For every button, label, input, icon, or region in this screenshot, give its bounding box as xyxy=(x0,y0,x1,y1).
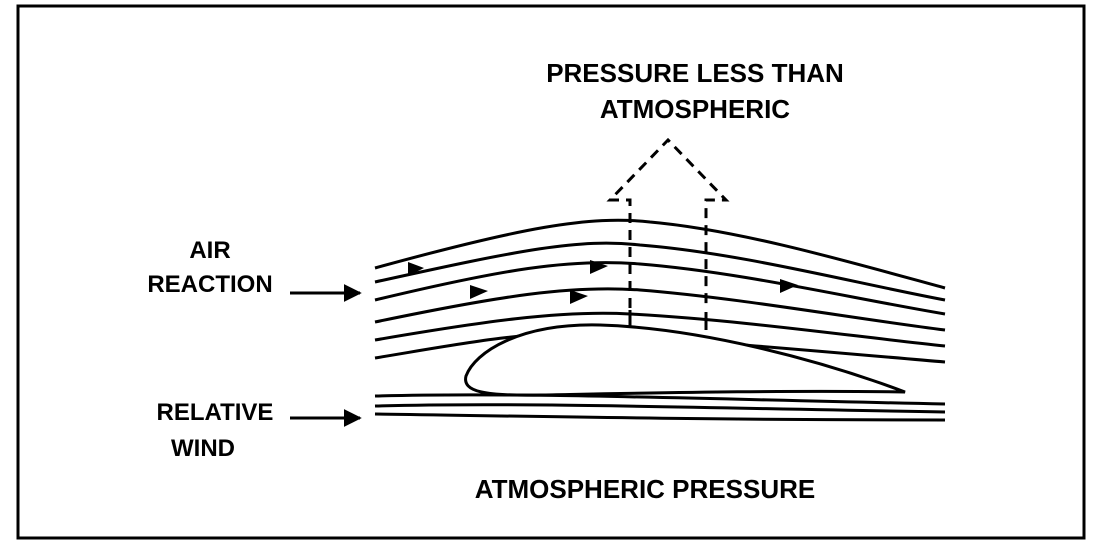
flow-arrowhead xyxy=(470,285,488,299)
air-reaction-label-line2: REACTION xyxy=(147,271,272,298)
streamline xyxy=(374,311,946,348)
flow-arrowhead xyxy=(408,262,424,276)
relative-wind-label-line1: RELATIVE xyxy=(157,399,274,426)
streamline xyxy=(374,241,946,302)
streamline xyxy=(374,261,946,316)
airfoil xyxy=(464,323,906,397)
streamline xyxy=(374,287,946,332)
streamline xyxy=(374,403,946,414)
air-reaction-label-line1: AIR xyxy=(189,237,230,264)
flow-arrowhead xyxy=(590,260,608,274)
streamline xyxy=(374,218,946,290)
relative-wind-label-line2: WIND xyxy=(171,435,235,462)
low-pressure-label-line2: ATMOSPHERIC xyxy=(600,94,790,124)
atmospheric-pressure-label: ATMOSPHERIC PRESSURE xyxy=(475,474,815,504)
low-pressure-label-line1: PRESSURE LESS THAN xyxy=(546,58,844,88)
diagram-frame xyxy=(16,4,1086,540)
streamline xyxy=(374,393,946,406)
flow-arrowhead xyxy=(570,290,588,304)
flow-arrowhead xyxy=(780,279,798,293)
low-pressure-dashed-arrow xyxy=(606,137,730,308)
streamline xyxy=(374,412,946,422)
